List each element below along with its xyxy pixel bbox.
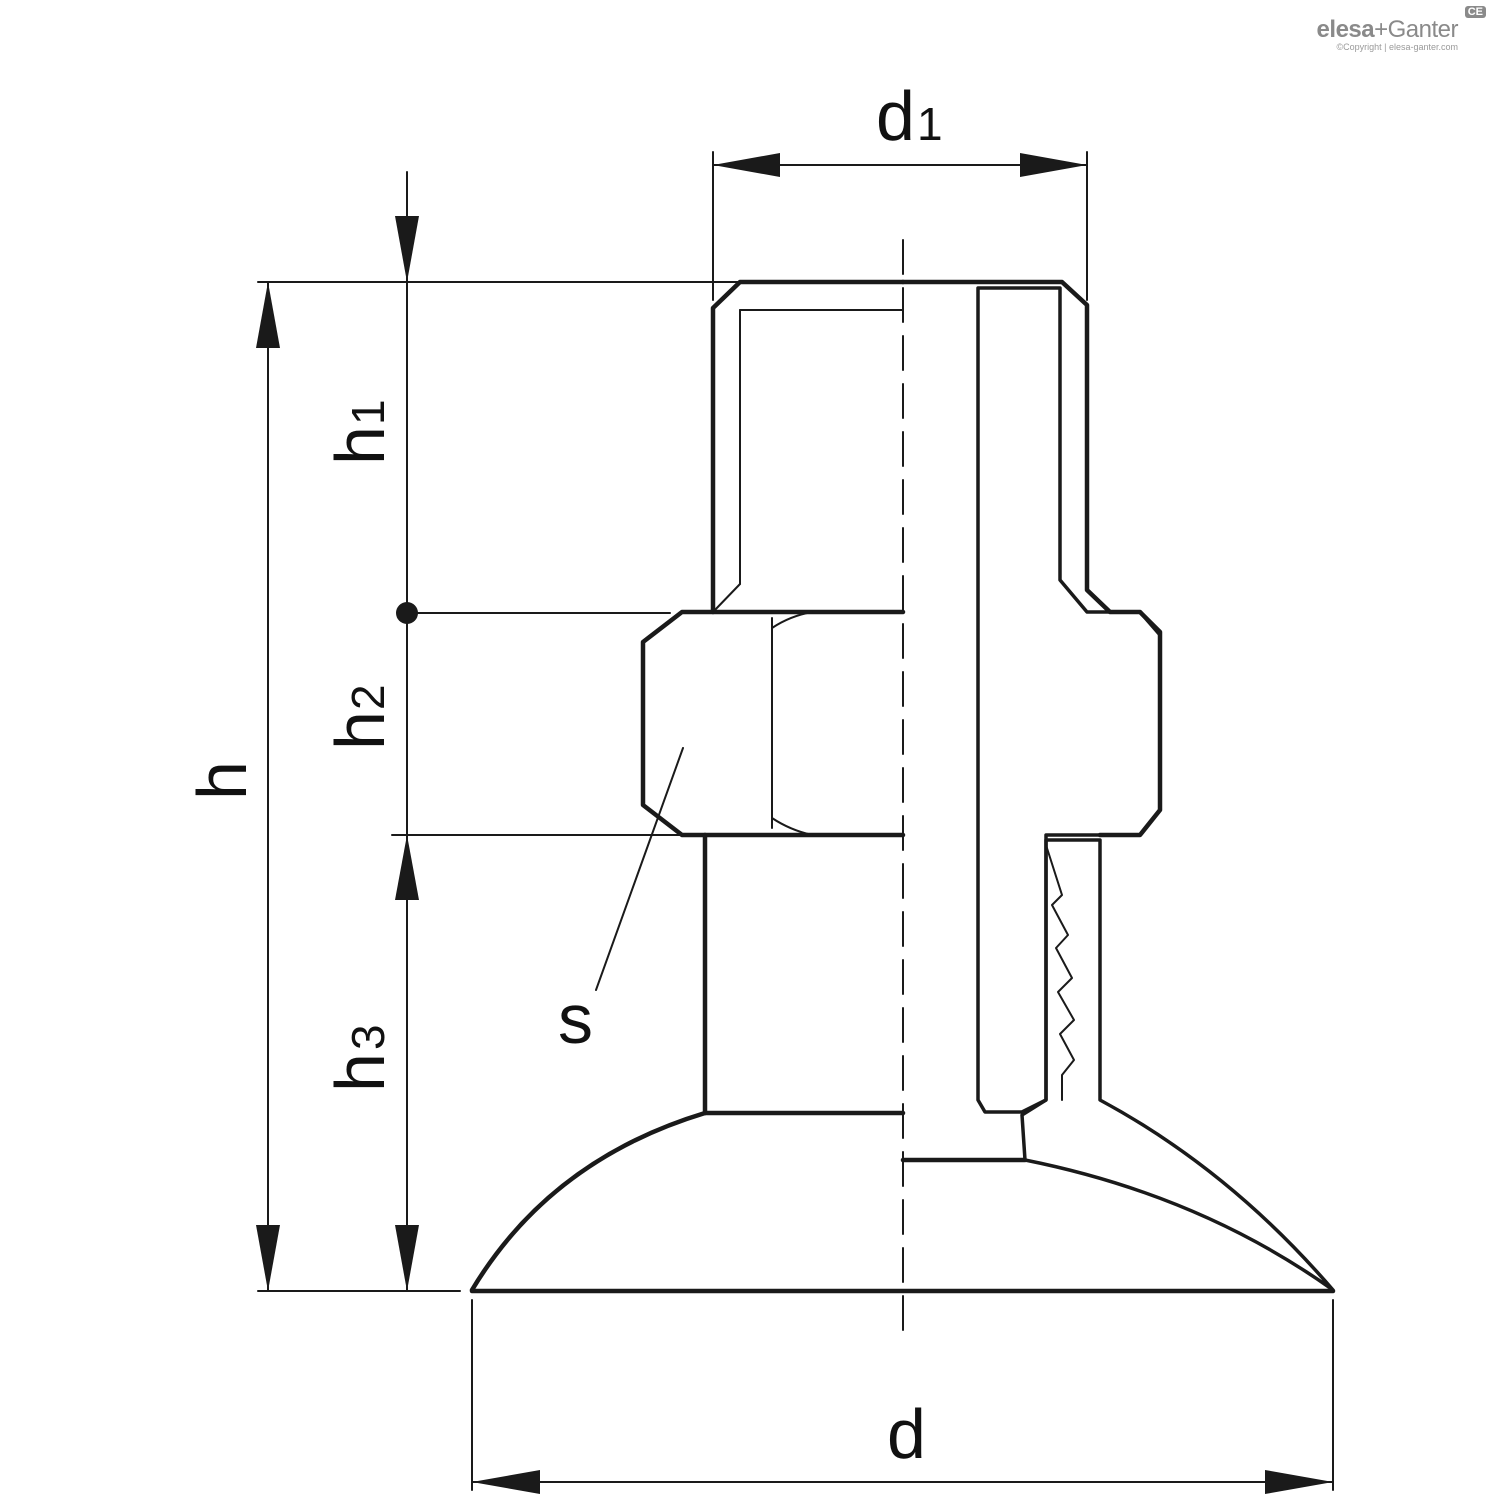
dimension-h2: h 2 xyxy=(321,612,408,836)
section-view xyxy=(900,279,1335,1292)
suction-cup-left xyxy=(469,1110,708,1293)
dimension-d1: d 1 xyxy=(712,77,1088,301)
stud-outline-left xyxy=(710,279,906,615)
label-s: s xyxy=(558,980,593,1058)
brand-logo-plus: + xyxy=(1374,16,1388,43)
label-h1: h xyxy=(321,426,399,465)
brand-wordmark: elesa+Ganter xyxy=(1316,16,1459,44)
label-h: h xyxy=(183,761,261,800)
rubber-cup-section xyxy=(1020,838,1335,1292)
brand-logo: elesa+Ganter ©Copyright | elesa-ganter.c… xyxy=(1316,6,1486,52)
brand-copyright: ©Copyright | elesa-ganter.com xyxy=(1336,42,1458,52)
label-h2-sub: 2 xyxy=(342,684,394,710)
label-h1-sub: 1 xyxy=(342,399,394,425)
dimension-h3: h 3 xyxy=(321,834,419,1292)
dimension-h1: h 1 xyxy=(321,171,419,624)
brand-badge: CE xyxy=(1464,6,1486,18)
label-d1-sub: 1 xyxy=(917,98,943,150)
metal-body-section xyxy=(976,286,1162,1114)
label-d1: d xyxy=(876,77,915,155)
hex-nut-outline xyxy=(640,609,906,838)
hex-chamfer-top xyxy=(771,611,813,629)
thread-runout xyxy=(712,583,741,613)
stud-outline-right xyxy=(900,279,1163,838)
label-h3: h xyxy=(321,1053,399,1092)
label-h3-sub: 3 xyxy=(342,1024,394,1050)
dimension-s: s xyxy=(558,747,684,1058)
dimension-h: h xyxy=(183,281,280,1292)
hex-chamfer-bottom xyxy=(771,817,813,836)
label-d: d xyxy=(887,1395,926,1473)
brand-logo-right: Ganter xyxy=(1387,16,1459,43)
dimension-d: d xyxy=(471,1299,1334,1494)
label-h2: h xyxy=(321,711,399,750)
rubber-serration xyxy=(1045,844,1075,1101)
exterior-view xyxy=(469,279,906,1293)
brand-logo-left: elesa xyxy=(1316,16,1375,43)
